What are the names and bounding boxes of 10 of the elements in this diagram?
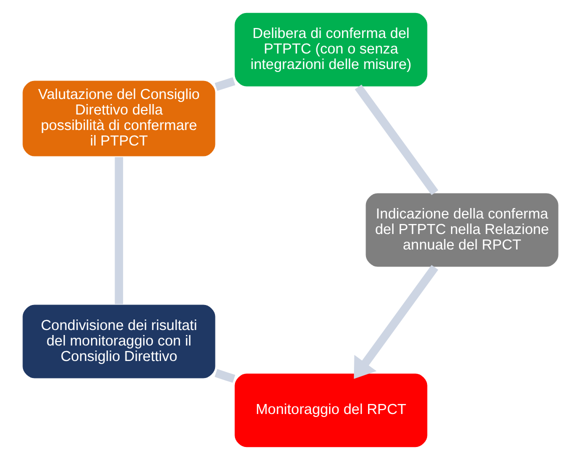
node-box: Monitoraggio del RPCT [233, 372, 428, 448]
connector [214, 77, 235, 91]
node-box: Indicazione della conferma del PTPTC nella Relazione annuale del RPCT [364, 192, 559, 268]
node-box: Condivisione dei risultati del monitoraggio con il Consiglio Direttivo [21, 304, 216, 380]
connector [114, 157, 123, 304]
connector [354, 84, 438, 196]
node-box: Valutazione del Consiglio Direttivo della possibilità di confermare il PTPCT [21, 80, 216, 158]
connector [214, 369, 235, 383]
arrow [353, 264, 438, 379]
node-box: Delibera di conferma del PTPTC (con o senza integrazioni delle misure) [233, 12, 428, 88]
